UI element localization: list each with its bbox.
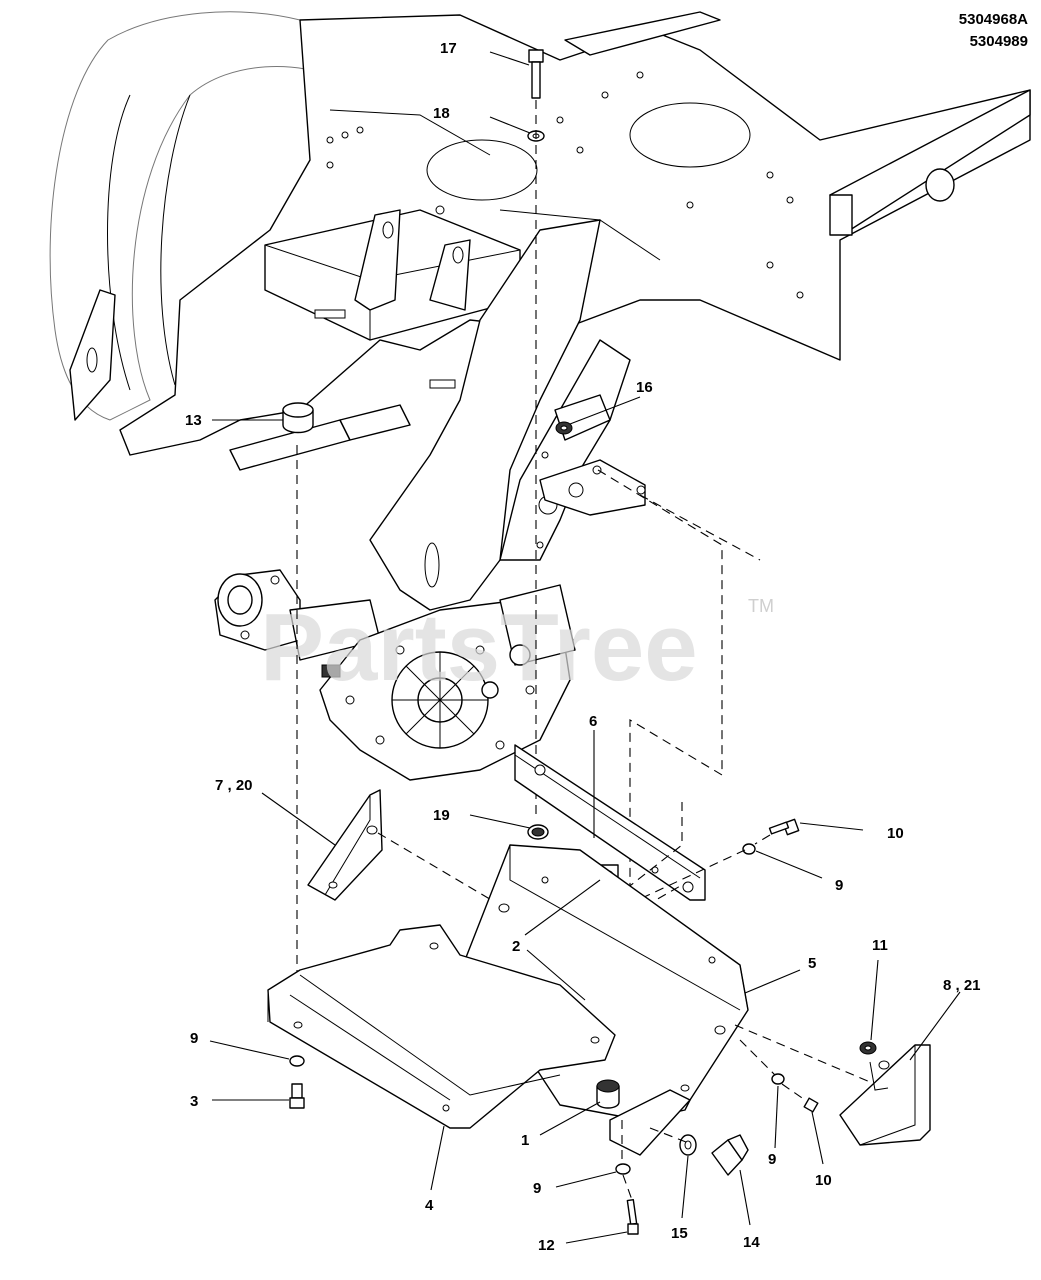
callout-15: 15: [671, 1225, 688, 1242]
callout-12: 12: [538, 1237, 555, 1254]
callout-7-20: 7 , 20: [215, 777, 253, 794]
bracket-bar-6: [514, 744, 706, 901]
frame-cross-rail: [564, 11, 721, 56]
nut-16: [555, 421, 573, 435]
rubber-bumper-1: [596, 1079, 620, 1109]
callout-1: 1: [521, 1132, 529, 1149]
doc-number-primary: 5304968A: [959, 11, 1028, 28]
frame-side-plate-left: [369, 219, 601, 611]
nut-11: [859, 1041, 877, 1055]
angle-bracket-7-20: [307, 789, 383, 901]
washer-9-upper: [742, 843, 756, 855]
pin-14: [711, 1134, 749, 1176]
callout-9-left: 9: [190, 1030, 198, 1047]
callout-9-lower: 9: [533, 1180, 541, 1197]
washer-9-mid-right: [771, 1073, 785, 1085]
bolt-12: [626, 1198, 639, 1235]
callout-10-lower: 10: [815, 1172, 832, 1189]
washer-9-lower: [615, 1163, 631, 1175]
callout-13: 13: [185, 412, 202, 429]
bolt-10-lower: [803, 1097, 819, 1113]
bolt-17: [528, 49, 544, 99]
transaxle: [214, 569, 576, 781]
bolt-10-upper: [768, 818, 800, 836]
callout-9-mid-right: 9: [768, 1151, 776, 1168]
callout-11: 11: [872, 937, 888, 954]
callout-19: 19: [433, 807, 450, 824]
callout-10-upper: 10: [887, 825, 904, 842]
callout-17: 17: [440, 40, 457, 57]
doc-number-secondary: 5304989: [970, 33, 1028, 50]
rubber-bumper-13: [282, 402, 314, 434]
grommet-19: [527, 824, 549, 840]
callout-14: 14: [743, 1234, 760, 1251]
bolt-3: [289, 1083, 305, 1109]
leader-lines: [209, 51, 961, 1244]
callout-8-21: 8 , 21: [943, 977, 981, 994]
callout-3: 3: [190, 1093, 198, 1110]
frame-tab-bracket: [539, 459, 646, 516]
callout-4: 4: [425, 1197, 434, 1214]
watermark-text: PartsTree: [260, 594, 698, 701]
washer-9-left: [289, 1055, 305, 1067]
callout-16: 16: [636, 379, 653, 396]
watermark: PartsTree TM: [260, 594, 774, 701]
callout-labels: 17 18 13 16 6 7 , 20 19 10 9 2 2 5 11 8 …: [185, 40, 981, 1254]
callout-18: 18: [433, 105, 450, 122]
watermark-trademark: TM: [748, 596, 774, 616]
callout-6: 6: [589, 713, 597, 730]
skid-plate-4: [267, 924, 616, 1129]
chassis-frame: [49, 11, 1031, 611]
callout-2-lower: 2: [512, 938, 520, 955]
callout-9-upper: 9: [835, 877, 843, 894]
frame-side-plate-right: [499, 339, 631, 561]
angle-bracket-8-21: [839, 1044, 931, 1146]
callout-5: 5: [808, 955, 816, 972]
